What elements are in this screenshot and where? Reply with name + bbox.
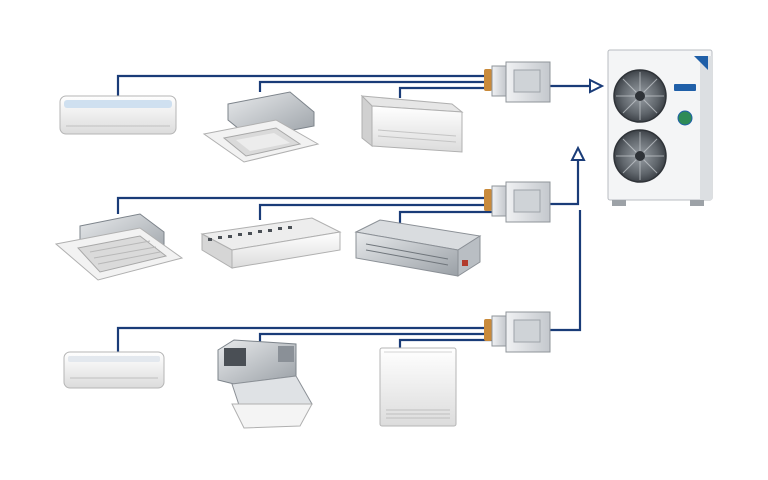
refrigerant-pipes: [116, 74, 590, 352]
indoor-unit-cassette-1: [202, 91, 320, 163]
flow-arrows: [570, 78, 605, 161]
pipe-row3-ducted: [258, 332, 498, 342]
pipe-row1-cassette: [258, 80, 498, 92]
branch-box-3: [484, 311, 551, 353]
pipe-row2-suspended: [258, 203, 498, 220]
branch-box-1: [484, 61, 551, 103]
pipe-row1-suspended: [398, 86, 498, 98]
pipe-row1-wall: [116, 74, 498, 96]
eco-badge-icon: [677, 110, 693, 126]
indoor-unit-wall-mounted-1: [59, 95, 177, 135]
pipe-row3-wall: [116, 326, 498, 352]
indoor-unit-floor-standing-1: [379, 347, 457, 427]
arrow-up-icon: [570, 145, 586, 161]
outdoor-unit: [607, 49, 713, 206]
pipe-row2-cassette: [116, 196, 498, 214]
branch-box-2: [484, 181, 551, 223]
indoor-unit-ducted-2: [217, 339, 313, 429]
brand-label-icon: [674, 84, 696, 91]
indoor-unit-ceiling-suspended-2: [200, 217, 342, 269]
indoor-unit-ducted-1: [354, 219, 482, 277]
indoor-unit-ceiling-suspended-1: [360, 94, 464, 153]
pipe-main-row3: [550, 210, 582, 332]
indoor-unit-wall-mounted-2: [63, 351, 165, 389]
pipe-row3-floor: [398, 338, 498, 350]
brand-logo-icon: [694, 56, 708, 70]
arrow-right-icon: [589, 78, 605, 94]
pipe-row2-ducted: [398, 210, 498, 226]
pipe-main-row2: [550, 160, 580, 206]
indoor-unit-cassette-2: [54, 213, 184, 281]
